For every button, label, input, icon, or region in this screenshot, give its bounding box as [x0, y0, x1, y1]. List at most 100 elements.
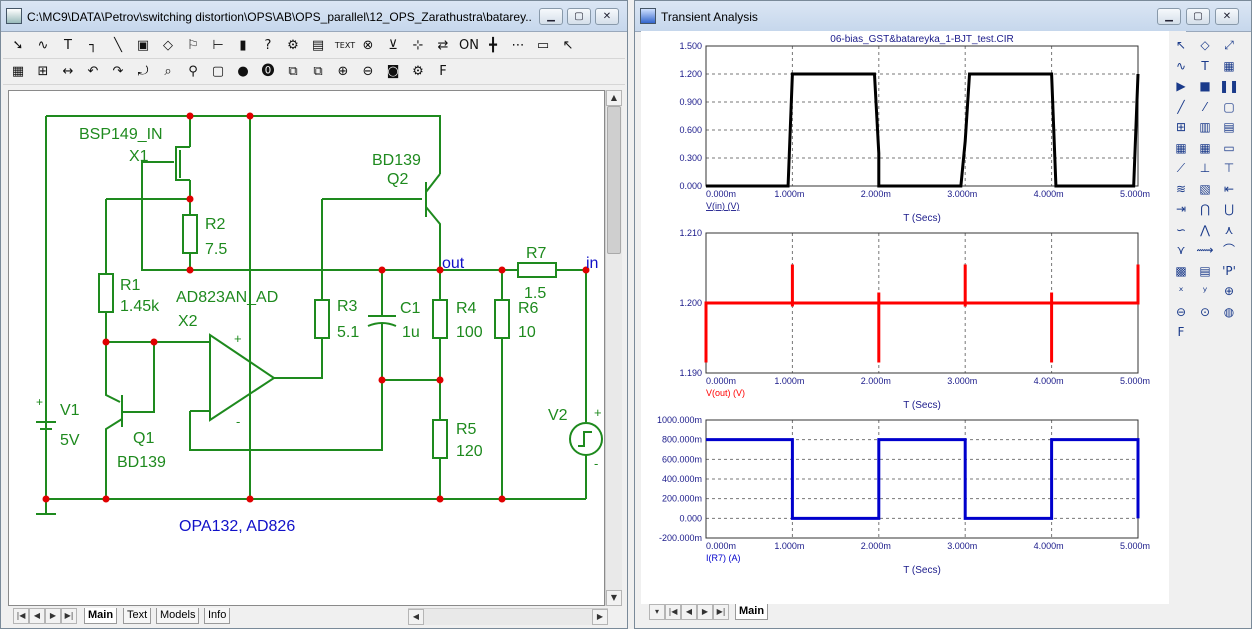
table-list-icon[interactable]: ▤ [1199, 263, 1211, 278]
font-icon[interactable]: F [439, 64, 447, 79]
voltage-icon[interactable]: ⊻ [388, 38, 398, 53]
tab-first-button[interactable]: |◀ [13, 608, 29, 624]
node-numbers-icon[interactable]: ⊗ [362, 38, 374, 53]
grid-icon[interactable]: ⊞ [1175, 120, 1187, 134]
plot-vertical-scrollbar[interactable] [1169, 31, 1186, 604]
series-line[interactable] [704, 264, 1140, 363]
wave-lines-icon[interactable]: ≋ [1175, 181, 1187, 196]
hump-icon[interactable]: ⋂ [1200, 202, 1210, 216]
analysis-tab-prev-button[interactable]: |◀ [665, 604, 681, 620]
help-icon[interactable]: ? [264, 38, 272, 53]
scroll-thumb[interactable] [607, 106, 621, 254]
flag-icon[interactable]: ⚐ [187, 38, 199, 53]
tab-next-button[interactable]: ▶ [45, 608, 61, 624]
tab-last-button[interactable]: ▶| [61, 608, 77, 624]
settings-icon[interactable]: ⚙ [412, 64, 424, 79]
paste-icon[interactable]: ⧉ [313, 64, 323, 79]
analysis-title-bar[interactable]: Transient Analysis ▁ ▢ ✕ [635, 1, 1251, 32]
undo-icon[interactable]: ↶ [87, 64, 99, 79]
global-low-icon[interactable]: ⋎ [1176, 243, 1186, 257]
tab-info[interactable]: Info [204, 608, 231, 624]
scroll-up-button[interactable]: ▲ [606, 90, 622, 106]
x-marker-icon[interactable]: ˣ [1178, 284, 1184, 298]
pin-connections-icon[interactable]: ⇄ [437, 38, 449, 53]
wave-icon[interactable]: ∿ [1175, 58, 1187, 73]
chart-icon[interactable]: ▧ [1199, 181, 1211, 196]
text-icon[interactable]: T [1201, 58, 1209, 73]
global-high-icon[interactable]: ⋏ [1224, 222, 1234, 237]
line-dot-icon[interactable]: ⁄ [1203, 99, 1206, 114]
camera-icon[interactable]: ◙ [386, 64, 400, 79]
cursor-left-icon[interactable]: ⇤ [1223, 181, 1235, 196]
attribute-icon[interactable]: ON [459, 38, 479, 53]
hscroll-left-button[interactable]: ◀ [408, 609, 424, 625]
close-button[interactable]: ✕ [595, 8, 619, 25]
orthogonal-wire-icon[interactable]: ┐ [89, 38, 97, 53]
schematic-vertical-scrollbar[interactable]: ▲ ▼ [605, 90, 622, 606]
zoom-out-icon[interactable]: ⊖ [1175, 304, 1187, 319]
find-icon[interactable]: ⌕ [164, 64, 172, 79]
slope-icon[interactable]: ⋀ [1200, 222, 1210, 237]
pause-icon[interactable]: ⓿ [261, 64, 275, 79]
tab-text[interactable]: Text [123, 608, 152, 624]
window-icon[interactable]: ▭ [536, 38, 550, 53]
minor-grid-icon[interactable]: ▦ [1175, 140, 1187, 155]
curve-icon[interactable]: ⌒ [1222, 243, 1235, 257]
peak-icon[interactable]: ⊥ [1199, 161, 1211, 175]
stop-icon[interactable]: ■ [1199, 79, 1211, 93]
pause-icon[interactable]: ❚❚ [1219, 79, 1240, 93]
analysis-tab-last-button[interactable]: ▶| [713, 604, 729, 620]
tilt-icon[interactable]: ⟋ [1176, 161, 1186, 175]
hscroll-right-button[interactable]: ▶ [592, 609, 608, 625]
zoom-in-icon[interactable]: ⊕ [337, 64, 349, 79]
tool-icon[interactable]: ◇ [1200, 38, 1210, 52]
properties-icon[interactable]: ▦ [1223, 58, 1235, 73]
grid-icon[interactable]: ⊹ [412, 38, 424, 53]
tab-prev-button[interactable]: ◀ [29, 608, 45, 624]
select-arrow-icon[interactable]: ➘ [12, 38, 24, 53]
scale-icon[interactable]: ⤢ [1224, 38, 1234, 52]
analysis-tab-first-button[interactable]: ▾ [649, 604, 665, 620]
schematic-canvas[interactable]: BSP149_IN X1 BD139 Q2 R2 7.5 R1 1.45k AD… [8, 90, 605, 606]
minimize-button[interactable]: ▁ [539, 8, 563, 25]
line-icon[interactable]: ╱ [1177, 99, 1185, 114]
series-line[interactable] [706, 438, 1140, 520]
p-icon[interactable]: 'P' [1222, 263, 1236, 278]
select-icon[interactable]: ↖ [1175, 38, 1187, 52]
copy-icon[interactable]: ⧉ [288, 64, 298, 79]
redo-icon[interactable]: ↷ [112, 64, 124, 79]
color-icon[interactable]: ▩ [1175, 263, 1187, 278]
analysis-minimize-button[interactable]: ▁ [1157, 8, 1181, 25]
stop-icon[interactable]: ● [237, 64, 249, 79]
cross-icon[interactable]: ╋ [489, 38, 497, 53]
cursor-icon[interactable]: ↖ [562, 38, 574, 53]
analysis-close-button[interactable]: ✕ [1215, 8, 1239, 25]
series-line[interactable] [706, 72, 1140, 188]
baseline-icon[interactable]: ▭ [1223, 140, 1235, 155]
horizontal-grid-icon[interactable]: ▤ [1223, 120, 1235, 134]
trough-icon[interactable]: ⋃ [1224, 202, 1234, 216]
font-icon[interactable]: F [1177, 325, 1185, 339]
analysis-maximize-button[interactable]: ▢ [1186, 8, 1210, 25]
pin-icon[interactable]: ⊢ [212, 38, 224, 53]
zoom-out-icon[interactable]: ⊖ [362, 64, 374, 79]
frame-icon[interactable]: ▢ [1223, 99, 1235, 114]
wire-icon[interactable]: ∿ [37, 38, 49, 53]
run-icon[interactable]: ▶ [1176, 79, 1186, 93]
move-icon[interactable]: ↔ [62, 64, 74, 79]
component-icon[interactable]: ▤ [311, 38, 325, 53]
analysis-tab-next-button[interactable]: ▶ [697, 604, 713, 620]
vertical-grid-icon[interactable]: ▥ [1199, 120, 1211, 134]
valley-icon[interactable]: ⊤ [1223, 161, 1235, 175]
schematic-title-bar[interactable]: C:\MC9\DATA\Petrov\switching distortion\… [1, 1, 627, 32]
binoculars-icon[interactable]: ⚲ [188, 64, 198, 79]
properties-icon[interactable]: ▦ [11, 64, 25, 79]
shape-icon[interactable]: ◇ [163, 38, 173, 53]
cursor-right-icon[interactable]: ⇥ [1175, 202, 1187, 216]
next-icon[interactable]: ⟿ [1196, 243, 1214, 257]
maximize-button[interactable]: ▢ [567, 8, 591, 25]
table-icon[interactable]: ▦ [1199, 140, 1211, 155]
text-tool-icon[interactable]: T [64, 38, 72, 53]
schematic-horizontal-scrollbar[interactable]: ◀ ▶ [408, 608, 608, 625]
inflection-icon[interactable]: ∽ [1175, 222, 1187, 237]
